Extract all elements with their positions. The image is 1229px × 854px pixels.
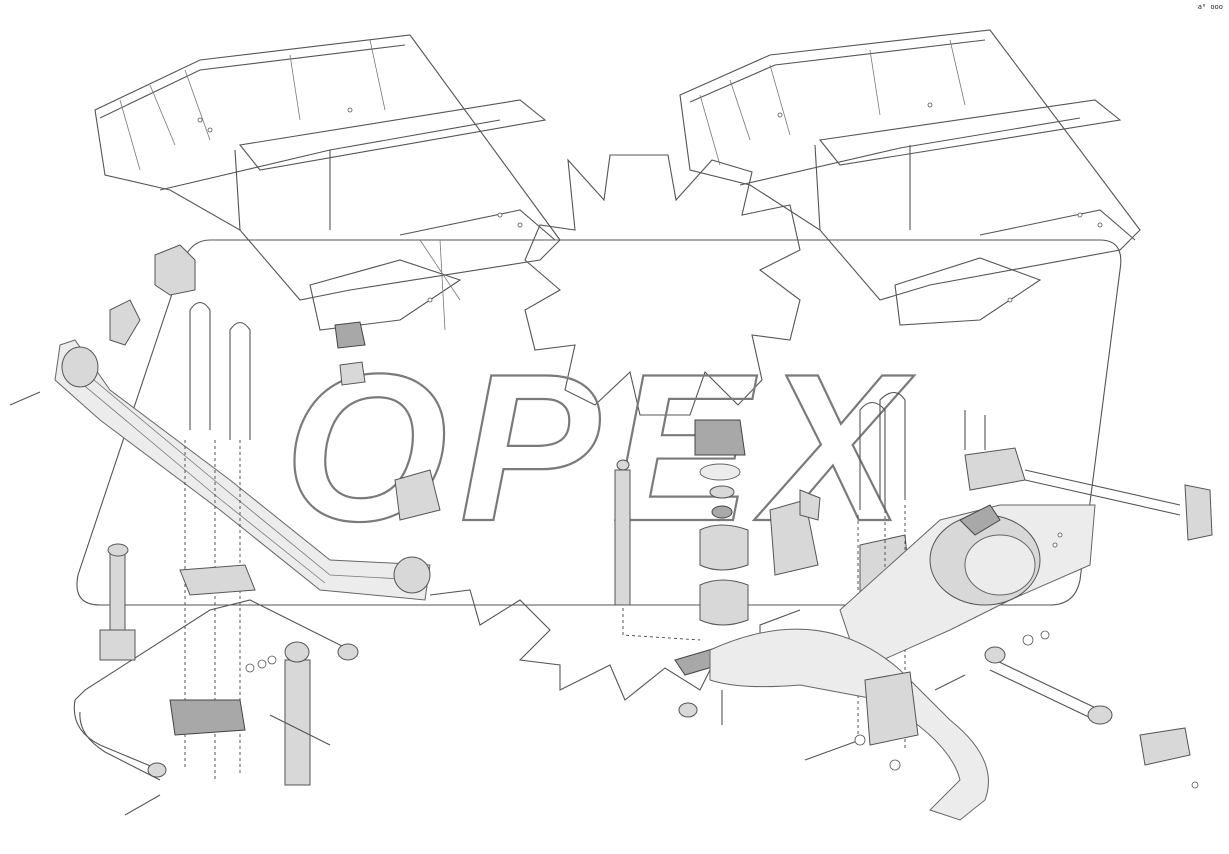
watermark-gear bbox=[524, 154, 801, 416]
stabilizer-bar bbox=[73, 599, 351, 771]
figure-code: a⁰ ooo bbox=[1197, 3, 1223, 11]
shock-absorber bbox=[284, 659, 311, 786]
upper-mount bbox=[694, 419, 746, 456]
u-bolt bbox=[189, 301, 211, 430]
watermark-text: OPEX bbox=[284, 330, 916, 565]
right-suspension-assembly bbox=[614, 391, 1213, 821]
torque-rod-upper bbox=[1024, 469, 1181, 506]
right-chassis-frame bbox=[679, 29, 1141, 326]
torque-rod-lower bbox=[994, 659, 1101, 711]
left-suspension-assembly bbox=[9, 244, 441, 816]
axle-clamp bbox=[169, 699, 246, 736]
spring-seat bbox=[179, 564, 256, 596]
left-chassis-frame bbox=[94, 34, 561, 331]
rear-shock-absorber bbox=[614, 469, 631, 606]
trailing-arm bbox=[709, 628, 989, 821]
front-spring-bracket bbox=[154, 244, 196, 296]
rubber-spring bbox=[699, 524, 749, 571]
shackle bbox=[109, 299, 141, 346]
stabilizer-link bbox=[109, 549, 126, 641]
